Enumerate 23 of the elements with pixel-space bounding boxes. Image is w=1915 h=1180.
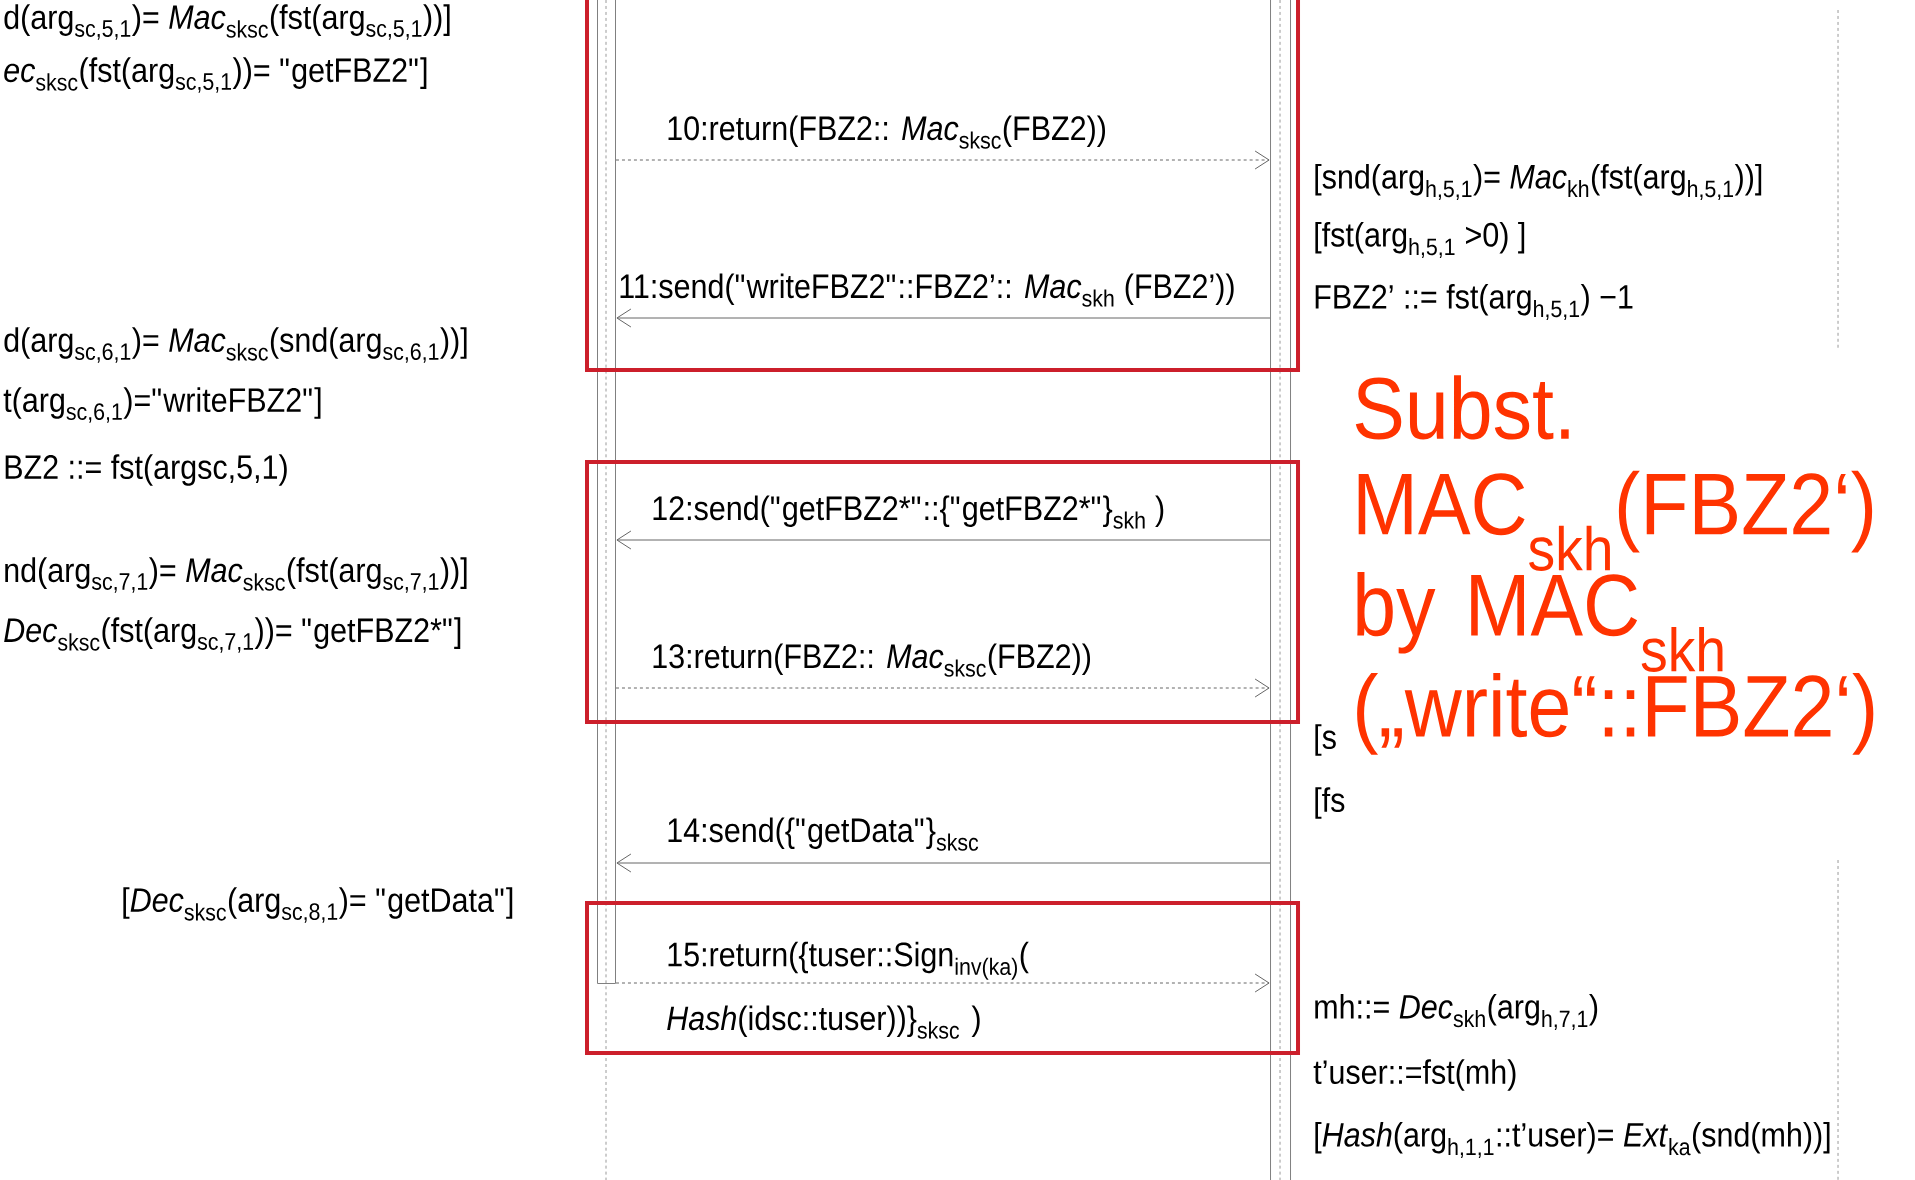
edge-label: 13:return(FBZ2:: Mac$_{sksc}$(FBZ2)) [650, 642, 1093, 678]
condition-text: Dec$_{sksc}$(fst(arg$_{sc,7,1}$))= "getFBZ2*"] [4, 617, 461, 653]
condition-text: d(arg$_{sc,6,1}$)= Mac$_{sksc}$(snd(arg$_{sc,6,1}$))] [4, 327, 467, 363]
edge-label: 12:send("getFBZ2*"::{"getFBZ2*"}$_{skh}$ ) [650, 494, 1167, 530]
activation-bar [1270, 0, 1291, 1180]
edge-label: 10:return(FBZ2:: Mac$_{sksc}$(FBZ2)) [665, 114, 1108, 150]
message-arrow [615, 678, 1270, 698]
message-arrow [616, 853, 1271, 873]
annotation-text: Subst. MAC$_{skh}$(FBZ2‘) by MAC$_{skh}$ („write“::FBZ2‘) [1355, 375, 1874, 755]
message-arrow [616, 308, 1271, 328]
condition-text: d(arg$_{sc,5,1}$)= Mac$_{sksc}$(fst(arg$_{sc,5,1}$))] [4, 4, 450, 40]
condition-text: nd(arg$_{sc,7,1}$)= Mac$_{sksc}$(fst(arg$_{sc,7,1}$))] [5, 557, 467, 593]
condition-text: t(arg$_{sc,6,1}$)="writeFBZ2"] [3, 387, 321, 423]
message-arrow [616, 530, 1271, 550]
message-arrow [615, 150, 1270, 170]
condition-text: ec$_{sksc}$(fst(arg$_{sc,5,1}$))= "getFBZ2"] [4, 57, 427, 93]
edge-label: 11:send("writeFBZ2"::FBZ2’:: Mac$_{skh}$ (FBZ2’)) [617, 272, 1237, 308]
condition-text: BZ2 ::= fst(argsc,5,1) [5, 454, 287, 486]
condition-text: [Dec$_{sksc}$(arg$_{sc,8,1}$)= "getData"] [123, 887, 513, 923]
activation-bar [597, 0, 616, 984]
message-arrow [615, 973, 1270, 993]
edge-label: 14:send({"getData"}$_{sksc}$ [665, 816, 981, 852]
edge-label: 15:return({tuser::Sign$_{inv(ka)}$( Hash(idsc::tuser))}$_{sksc}$ ) [667, 941, 1029, 1039]
